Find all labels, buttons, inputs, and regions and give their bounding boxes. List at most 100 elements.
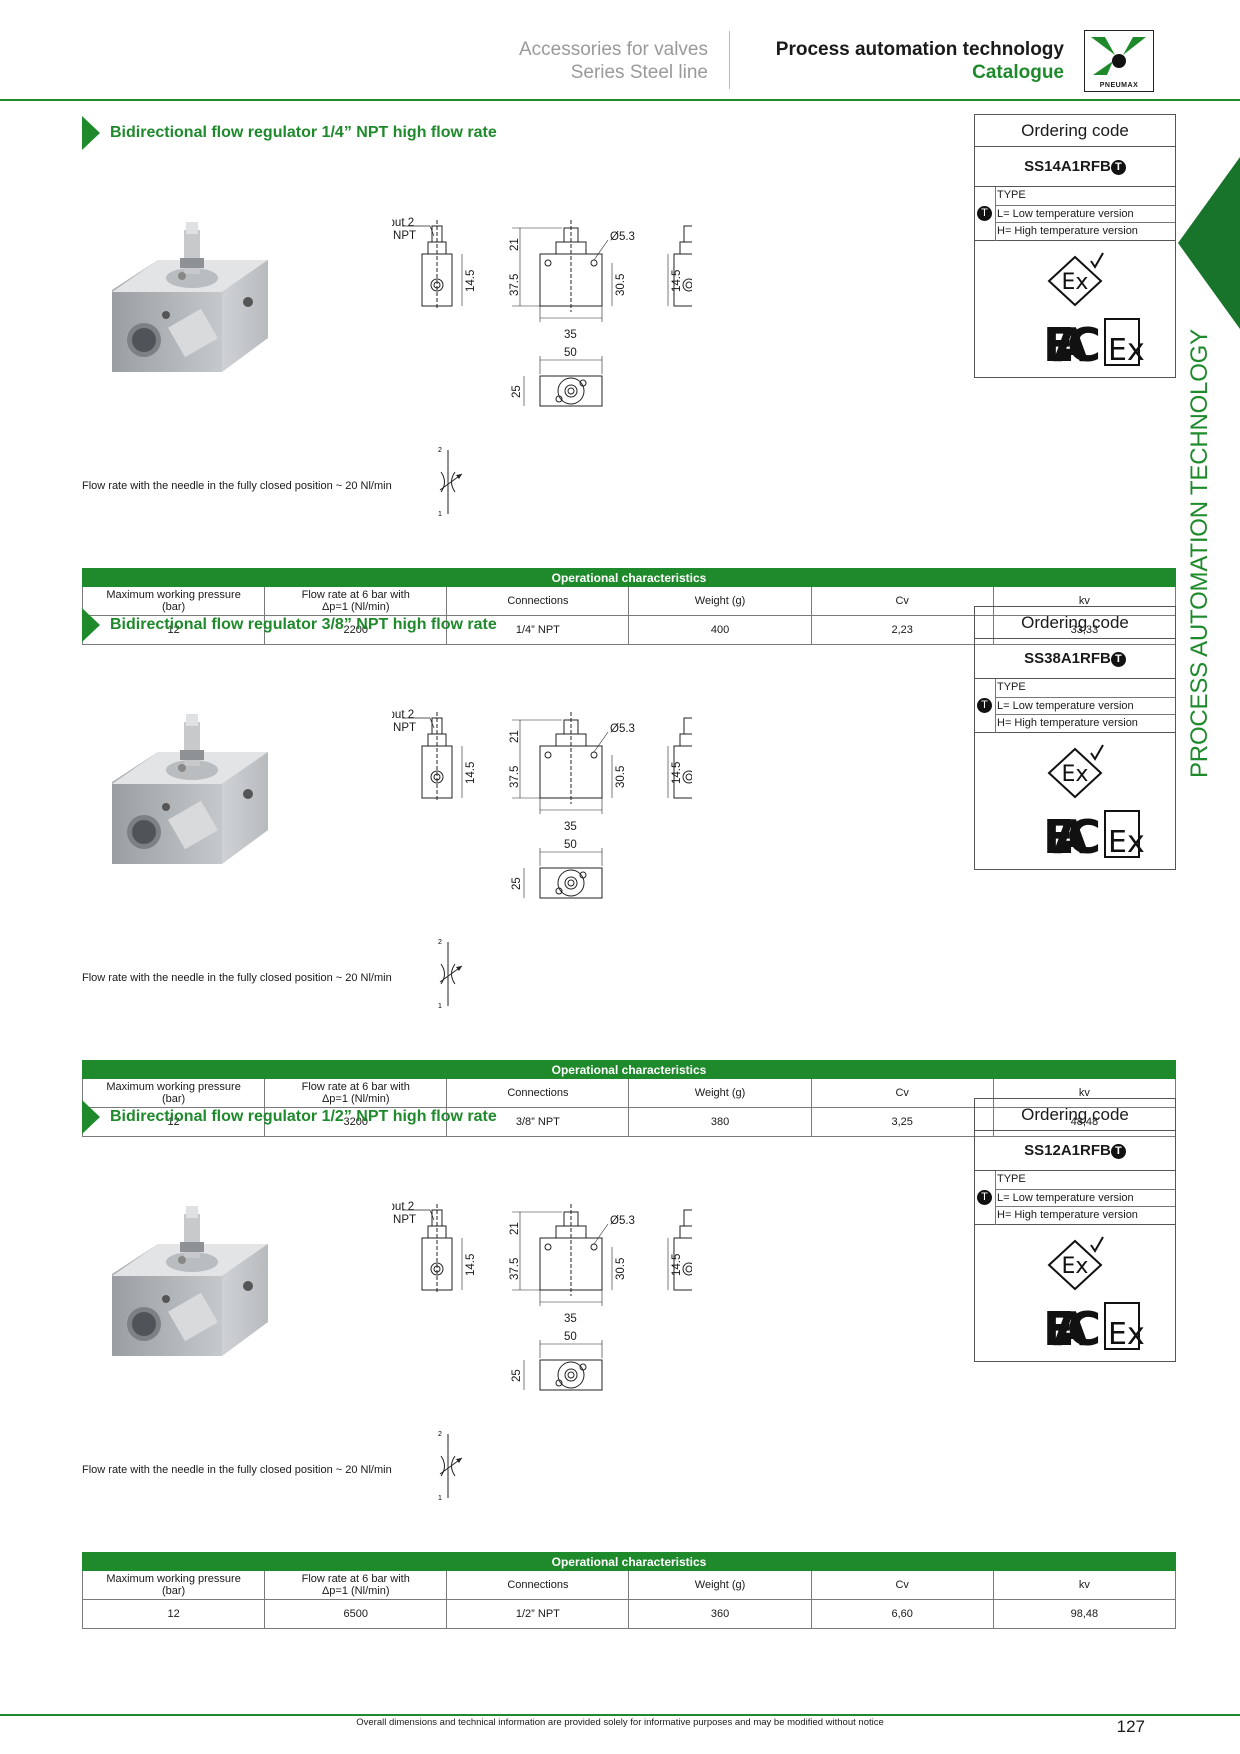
output-port-label: Output 2 [392,709,414,721]
section-title-text: Bidirectional flow regulator 3/8” NPT hi… [110,616,497,633]
type-legend: T TYPE L= Low temperature version H= Hig… [975,187,1175,241]
cell-flow: 6500 [264,1599,448,1629]
cell-pressure: 12 [81,615,266,645]
eac-mark: EAC [1043,810,1101,864]
cell-flow: 3200 [264,1107,448,1137]
cell-kv: 33,33 [992,615,1177,645]
col-pressure: Maximum working pressure (bar) [81,1570,266,1600]
cell-connections: 1/2” NPT [446,1599,630,1629]
ordering-code-label: Ordering code [975,1099,1175,1131]
pneumax-logo: PNEUMAX [1084,30,1154,92]
type-low-temperature: L= Low temperature version [995,697,1175,715]
output-port-npt: 1/4” NPT [392,230,416,242]
cell-kv: 98,48 [992,1599,1177,1629]
table-caption: Operational characteristics [82,1060,1176,1079]
eac-ex-mark: Ex [1108,333,1145,368]
type-marker-icon: T [1110,1144,1126,1159]
col-weight: Weight (g) [628,1570,812,1600]
operational-characteristics-table: Operational characteristics Maximum work… [81,1060,1177,1137]
dim-right-height: 14.5 [671,1254,683,1276]
type-marker-icon: T [977,1190,992,1205]
dim-body-width: 35 [564,821,577,833]
type-marker-icon: T [1110,652,1126,667]
type-marker-icon: T [977,206,992,221]
cell-connections: 1/4” NPT [446,615,630,645]
dim-left-height: 14.5 [465,1254,477,1276]
dim-base-width: 50 [564,347,577,359]
ordering-code-value: SS14A1RFB [1024,158,1111,175]
col-flow: Flow rate at 6 bar with Δp=1 (Nl/min) [264,586,448,616]
cell-connections: 3/8” NPT [446,1107,630,1137]
side-tab-marker [1178,157,1240,329]
type-high-temperature: H= High temperature version [997,225,1138,237]
dimension-drawing: Output 2 3/8” NPT 14.5 21 37.5 30.5 Ø5.3… [392,709,692,899]
col-kv: kv [992,1570,1177,1600]
ordering-code-value: SS38A1RFB [1024,650,1111,667]
header-divider [729,31,730,89]
flow-regulator-symbol-icon: 2 1 [438,939,463,1010]
product-section-3: Bidirectional flow regulator 1/2” NPT hi… [0,1098,1240,1629]
atex-eac-certification-icon: Ex EAC Ex [1043,1236,1145,1356]
closed-flow-note: Flow rate with the needle in the fully c… [82,972,392,984]
col-pressure: Maximum working pressure (bar) [81,1078,266,1108]
type-marker-icon: T [977,698,992,713]
output-port-npt: 3/8” NPT [392,722,416,734]
dimension-drawing: Output 2 1/2” NPT 14.5 21 37.5 30.5 Ø5.3… [392,1201,692,1391]
dim-right-height: 14.5 [671,270,683,292]
title-arrow-icon [82,608,100,642]
dim-stem-height: 21 [509,238,521,251]
dim-base-width: 50 [564,1331,577,1343]
col-flow: Flow rate at 6 bar with Δp=1 (Nl/min) [264,1570,448,1600]
title-arrow-icon [82,1100,100,1134]
atex-eac-certification-icon: Ex EAC Ex [1043,252,1145,372]
dimension-drawing: Output 2 1/4” NPT 14.5 21 37.5 30.5 Ø5.3… [392,217,692,407]
output-port-label: Output 2 [392,1201,414,1213]
col-kv: kv [992,1078,1177,1108]
eac-ex-mark: Ex [1108,1317,1145,1352]
eac-mark: EAC [1043,318,1101,372]
dim-base-depth: 25 [511,385,523,398]
logo-wordmark: PNEUMAX [1099,82,1139,89]
symbol-port-2: 2 [438,939,442,946]
output-port-label: Output 2 [392,217,414,229]
symbol-port-1: 1 [438,511,442,518]
cell-cv: 6,60 [810,1599,994,1629]
type-high-temperature: H= High temperature version [997,1209,1138,1221]
cell-pressure: 12 [81,1107,266,1137]
ex-mark: Ex [1062,1254,1089,1279]
ex-mark: Ex [1062,270,1089,295]
dim-base-depth: 25 [511,877,523,890]
cell-cv: 2,23 [810,615,994,645]
col-cv: Cv [810,1570,994,1600]
dim-hole-height: 30.5 [615,274,627,296]
dim-right-height: 14.5 [671,762,683,784]
type-high-temperature: H= High temperature version [997,717,1138,729]
col-kv: kv [992,586,1177,616]
dim-hole-diameter: Ø5.3 [610,231,635,243]
type-legend: T TYPE L= Low temperature version H= Hig… [975,1171,1175,1225]
output-port-npt: 1/2” NPT [392,1214,416,1226]
logo-mark-icon [1091,37,1146,75]
flow-regulator-symbol-icon: 2 1 [438,1431,463,1502]
ordering-code-value: SS12A1RFB [1024,1142,1111,1159]
operational-characteristics-table: Operational characteristics Maximum work… [81,568,1177,645]
section-title: Bidirectional flow regulator 3/8” NPT hi… [82,608,497,642]
header-title-catalogue: Catalogue [972,62,1064,83]
product-photo [112,222,268,372]
header-subtitle: Accessories for valves Series Steel line [519,38,708,84]
type-marker-icon: T [1110,160,1126,175]
footer-rule [0,1714,1240,1716]
dim-body-height: 37.5 [509,1258,521,1280]
section-title: Bidirectional flow regulator 1/2” NPT hi… [82,1100,497,1134]
operational-characteristics-table: Operational characteristics Maximum work… [81,1552,1177,1629]
header-series: Series Steel line [570,62,708,83]
flow-regulator-symbol-icon: 2 1 [438,447,463,518]
cell-kv: 48,48 [992,1107,1177,1137]
dim-body-height: 37.5 [509,274,521,296]
footer-disclaimer: Overall dimensions and technical informa… [356,1717,884,1728]
eac-ex-mark: Ex [1108,825,1145,860]
